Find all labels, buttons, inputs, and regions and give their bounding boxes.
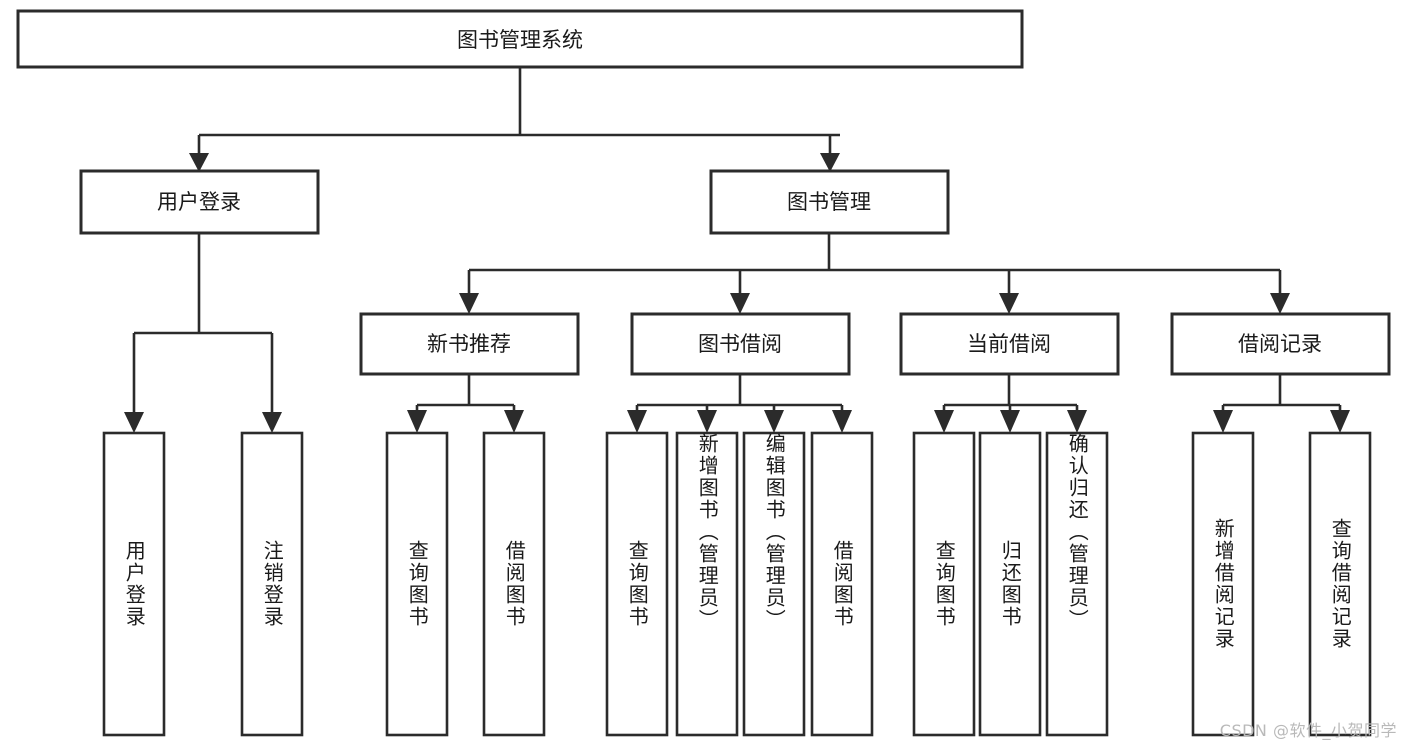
node-book-manage-label: 图书管理 (787, 190, 871, 214)
arrowhead-leaf-user-login (124, 412, 144, 433)
leaf-add-record-box[interactable] (1191, 431, 1255, 737)
node-root-box[interactable] (16, 9, 1024, 69)
watermark: CSDN @软件_小贺同学 (1219, 721, 1397, 740)
arrowhead-leaf-query-book-2 (627, 410, 647, 433)
node-new-book-recommend[interactable]: 新书推荐 (359, 312, 580, 376)
arrowhead-current-borrow (999, 293, 1019, 314)
node-current-borrow[interactable]: 当前借阅 (899, 312, 1120, 376)
node-borrow-record-label: 借阅记录 (1238, 332, 1322, 356)
leaf-boxes (102, 431, 1372, 737)
leaf-user-login-box[interactable] (102, 431, 166, 737)
node-user-login-box[interactable] (79, 169, 320, 235)
node-borrow-record-box[interactable] (1170, 312, 1391, 376)
arrowhead-leaf-query-record (1330, 410, 1350, 433)
node-book-borrow-box[interactable] (630, 312, 851, 376)
node-current-borrow-box[interactable] (899, 312, 1120, 376)
arrowhead-user-login (189, 153, 209, 172)
node-user-login[interactable]: 用户登录 (79, 169, 320, 235)
node-root-label: 图书管理系统 (457, 28, 583, 52)
node-borrow-record[interactable]: 借阅记录 (1170, 312, 1391, 376)
node-book-borrow[interactable]: 图书借阅 (630, 312, 851, 376)
node-new-book-recommend-label: 新书推荐 (427, 332, 511, 356)
arrowhead-leaf-add-book (697, 410, 717, 433)
edge-layer (124, 67, 1350, 433)
arrowhead-book-manage (820, 153, 840, 172)
arrowhead-leaf-return-book (1000, 410, 1020, 433)
node-book-borrow-label: 图书借阅 (698, 332, 782, 356)
node-book-manage-box[interactable] (709, 169, 950, 235)
arrowhead-leaf-borrow-book-2 (832, 410, 852, 433)
leaf-add-book-box[interactable] (675, 431, 739, 737)
leaf-borrow-book-1-box[interactable] (482, 431, 546, 737)
leaf-query-book-1-box[interactable] (385, 431, 449, 737)
leaf-query-book-3-box[interactable] (912, 431, 976, 737)
arrowhead-new-book-recommend (459, 293, 479, 314)
leaf-logout-login-box[interactable] (240, 431, 304, 737)
leaf-borrow-book-2-box[interactable] (810, 431, 874, 737)
arrowhead-leaf-query-book-3 (934, 410, 954, 433)
node-current-borrow-label: 当前借阅 (967, 332, 1051, 356)
leaf-query-book-2-box[interactable] (605, 431, 669, 737)
arrowhead-borrow-record (1270, 293, 1290, 314)
arrowhead-leaf-confirm-return (1067, 410, 1087, 433)
node-root[interactable]: 图书管理系统 (16, 9, 1024, 69)
leaf-confirm-return-box[interactable] (1045, 431, 1109, 737)
arrowhead-leaf-borrow-book-1 (504, 410, 524, 433)
arrowhead-leaf-logout-login (262, 412, 282, 433)
node-user-login-label: 用户登录 (157, 190, 241, 214)
node-book-manage[interactable]: 图书管理 (709, 169, 950, 235)
arrowhead-leaf-edit-book (764, 410, 784, 433)
leaf-query-record-box[interactable] (1308, 431, 1372, 737)
arrowhead-book-borrow (730, 293, 750, 314)
arrowhead-leaf-add-record (1213, 410, 1233, 433)
leaf-return-book-box[interactable] (978, 431, 1042, 737)
arrowhead-leaf-query-book-1 (407, 410, 427, 433)
leaf-edit-book-box[interactable] (742, 431, 806, 737)
node-new-book-recommend-box[interactable] (359, 312, 580, 376)
